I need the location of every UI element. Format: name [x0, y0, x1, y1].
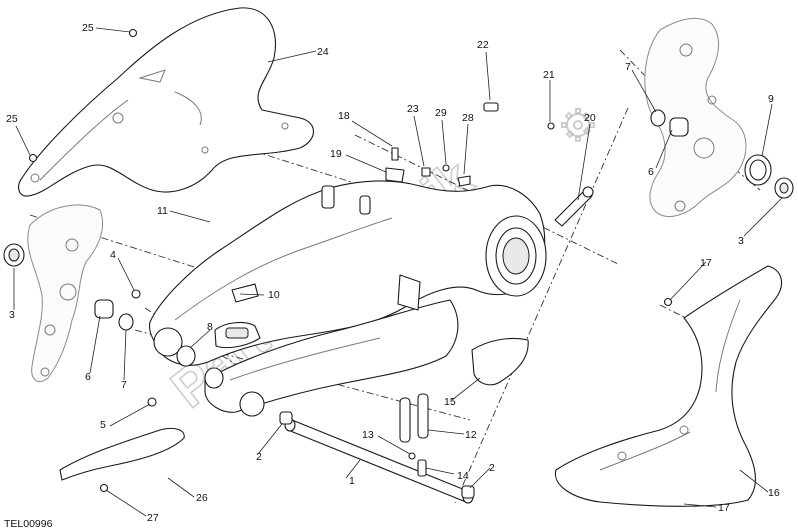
leader-lines	[13, 27, 783, 517]
callout-18: 18	[338, 110, 350, 122]
callout-2: 2	[256, 451, 262, 463]
callout-10: 10	[268, 289, 280, 301]
left-footpeg-bracket	[27, 204, 104, 382]
gear-icon	[561, 108, 595, 142]
callout-20: 20	[584, 112, 596, 124]
callout-25: 25	[82, 22, 94, 34]
callout-6: 6	[85, 371, 91, 383]
callout-17: 17	[718, 502, 730, 514]
callout-28: 28	[462, 112, 474, 124]
callout-27: 27	[147, 512, 159, 524]
callout-24: 24	[317, 46, 329, 58]
callout-3: 3	[9, 309, 15, 321]
callout-29: 29	[435, 107, 447, 119]
callout-21: 21	[543, 69, 555, 81]
callout-1: 1	[349, 475, 355, 487]
callout-16: 16	[768, 487, 780, 499]
callout-2: 2	[489, 462, 495, 474]
chain-slider	[214, 283, 261, 349]
callout-4: 4	[110, 249, 116, 261]
swingarm-cover	[554, 265, 783, 507]
callout-labels: 1 2 2 3 3 4 5 6 6 7 7 8 9 10 11 12 13 14…	[6, 22, 780, 524]
callout-19: 19	[330, 148, 342, 160]
callout-9: 9	[768, 93, 774, 105]
callout-14: 14	[457, 470, 469, 482]
callout-26: 26	[196, 492, 208, 504]
fasteners	[3, 28, 794, 507]
callout-11: 11	[157, 205, 168, 217]
drawing-code: TEL00996	[4, 518, 53, 530]
callout-3: 3	[738, 235, 744, 247]
callout-22: 22	[477, 39, 489, 51]
rear-fender	[18, 7, 315, 197]
swingarm	[148, 180, 547, 417]
callout-5: 5	[100, 419, 106, 431]
callout-12: 12	[465, 429, 477, 441]
callout-25: 25	[6, 113, 18, 125]
right-footpeg-bracket	[644, 17, 747, 217]
chain-guard-small	[471, 337, 529, 386]
lower-chain-guard	[59, 427, 185, 481]
callout-15: 15	[444, 396, 456, 408]
callout-17: 17	[700, 257, 712, 269]
callout-8: 8	[207, 321, 213, 333]
callout-7: 7	[625, 61, 631, 73]
hub-bolt	[554, 186, 594, 227]
callout-6: 6	[648, 166, 654, 178]
callout-13: 13	[362, 429, 374, 441]
callout-7: 7	[121, 379, 127, 391]
callout-23: 23	[407, 103, 419, 115]
